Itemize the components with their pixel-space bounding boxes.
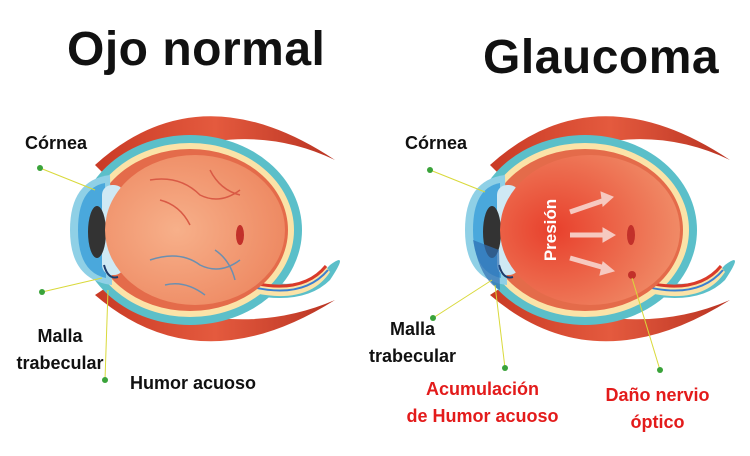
label-acumulacion: Acumulación de Humor acuoso	[390, 376, 575, 430]
label-presion: Presión	[541, 198, 561, 262]
label-line: trabecular	[368, 346, 457, 366]
label-line: trabecular	[16, 353, 104, 373]
normal-eye	[68, 114, 342, 343]
pointer-dots	[37, 165, 663, 383]
label-humor-normal: Humor acuoso	[130, 373, 257, 393]
label-malla-normal: Malla trabecular	[5, 323, 115, 377]
label-dano-nervio: Daño nervio óptico	[600, 382, 715, 436]
label-line: Malla	[37, 326, 83, 346]
label-line: óptico	[630, 412, 685, 432]
glaucoma-eye	[463, 114, 737, 343]
label-line: Daño nervio	[605, 385, 710, 405]
label-malla-glaucoma: Malla trabecular	[360, 316, 465, 370]
label-cornea-normal: Córnea	[25, 133, 88, 153]
title-normal-eye: Ojo normal	[67, 23, 326, 76]
label-line: de Humor acuoso	[406, 406, 559, 426]
label-line: Malla	[389, 319, 436, 339]
pointer-lines	[39, 167, 661, 381]
title-glaucoma: Glaucoma	[483, 31, 720, 84]
label-cornea-glaucoma: Córnea	[405, 133, 468, 153]
label-line: Acumulación	[425, 379, 540, 399]
